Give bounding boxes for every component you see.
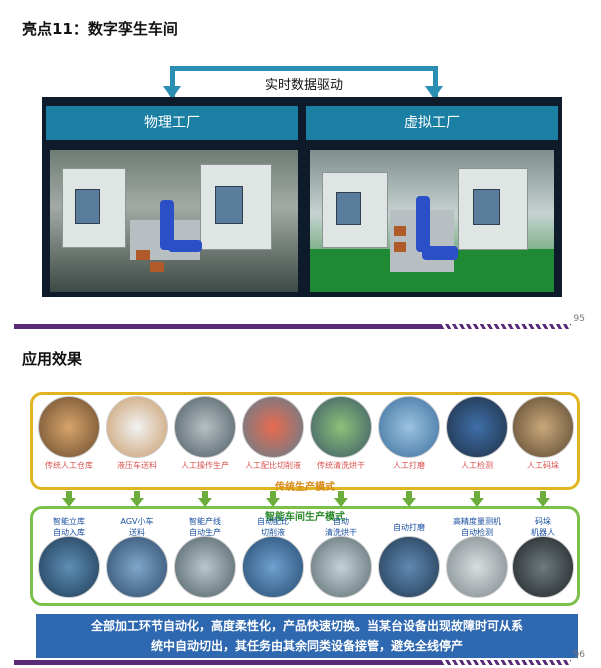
- traditional-item: 传统清洗烘干: [317, 461, 365, 470]
- traditional-photo: [378, 396, 440, 458]
- arrow-down-icon: [130, 491, 144, 507]
- summary-banner: 全部加工环节自动化，高度柔性化，产品快速切换。当某台设备出现故障时可从系 统中自…: [36, 614, 578, 658]
- smart-photo: [310, 536, 372, 598]
- traditional-photo: [310, 396, 372, 458]
- traditional-item: 液压车送料: [117, 461, 157, 470]
- smart-item: 自动配比切削液: [257, 517, 289, 537]
- virtual-factory-image: [310, 150, 554, 292]
- slide-application-effect: 应用效果 传统生产模式 智能车间生产模式 传统人工仓库 液压车送料 人工操作生产…: [0, 336, 601, 668]
- footer-hatch: [441, 660, 571, 665]
- traditional-photo: [38, 396, 100, 458]
- traditional-photo: [512, 396, 574, 458]
- arrow-down-icon: [402, 491, 416, 507]
- smart-photo: [242, 536, 304, 598]
- smart-photo: [174, 536, 236, 598]
- traditional-item: 人工打磨: [393, 461, 425, 470]
- traditional-item: 人工检测: [461, 461, 493, 470]
- physical-factory-header: 物理工厂: [46, 106, 298, 140]
- traditional-photo: [174, 396, 236, 458]
- arrow-down-icon: [536, 491, 550, 507]
- smart-item: 自动打磨: [393, 523, 425, 532]
- smart-photo: [512, 536, 574, 598]
- smart-photo: [378, 536, 440, 598]
- arrow-down-icon: [425, 86, 443, 99]
- smart-mode-box: [30, 506, 580, 606]
- arrow-down-icon: [334, 491, 348, 507]
- footer-bar: [14, 660, 571, 665]
- page-number: 96: [573, 650, 585, 660]
- smart-item: 智能立库自动入库: [53, 517, 85, 537]
- summary-line: 全部加工环节自动化，高度柔性化，产品快速切换。当某台设备出现故障时可从系: [90, 619, 523, 633]
- slide-title: 应用效果: [22, 350, 83, 368]
- traditional-item: 人工配比切削液: [245, 461, 301, 470]
- smart-item: 码垛机器人: [531, 517, 555, 537]
- traditional-item: 传统人工仓库: [45, 461, 93, 470]
- physical-factory-image: [50, 150, 298, 292]
- traditional-item: 人工码垛: [527, 461, 559, 470]
- footer-bar: [14, 324, 571, 329]
- arrow-down-icon: [266, 491, 280, 507]
- smart-photo: [106, 536, 168, 598]
- footer-hatch: [441, 324, 571, 329]
- loop-label: 实时数据驱动: [232, 74, 376, 93]
- smart-photo: [446, 536, 508, 598]
- arrow-down-icon: [163, 86, 181, 99]
- traditional-item: 人工操作生产: [181, 461, 229, 470]
- traditional-photo: [446, 396, 508, 458]
- virtual-factory-header: 虚拟工厂: [306, 106, 558, 140]
- page-number: 95: [573, 314, 585, 324]
- smart-item: 自动清洗烘干: [325, 517, 357, 537]
- arrow-down-icon: [198, 491, 212, 507]
- smart-item: 高精度量测机自动检测: [453, 517, 501, 537]
- traditional-photo: [242, 396, 304, 458]
- arrow-down-icon: [62, 491, 76, 507]
- smart-item: AGV小车送料: [120, 517, 154, 537]
- arrow-down-icon: [470, 491, 484, 507]
- traditional-photo: [106, 396, 168, 458]
- slide-digital-twin: 亮点11：数字孪生车间 实时数据驱动 物理工厂 虚拟工厂 95: [0, 0, 601, 332]
- traditional-mode-box: [30, 392, 580, 490]
- slide-title: 亮点11：数字孪生车间: [22, 20, 178, 38]
- summary-line: 统中自动切出，其任务由其余同类设备接管，避免全线停产: [150, 639, 463, 653]
- smart-item: 智能产线自动生产: [189, 517, 221, 537]
- smart-photo: [38, 536, 100, 598]
- traditional-mode-label: 传统生产模式: [275, 482, 335, 493]
- smart-mode-label: 智能车间生产模式: [265, 512, 345, 523]
